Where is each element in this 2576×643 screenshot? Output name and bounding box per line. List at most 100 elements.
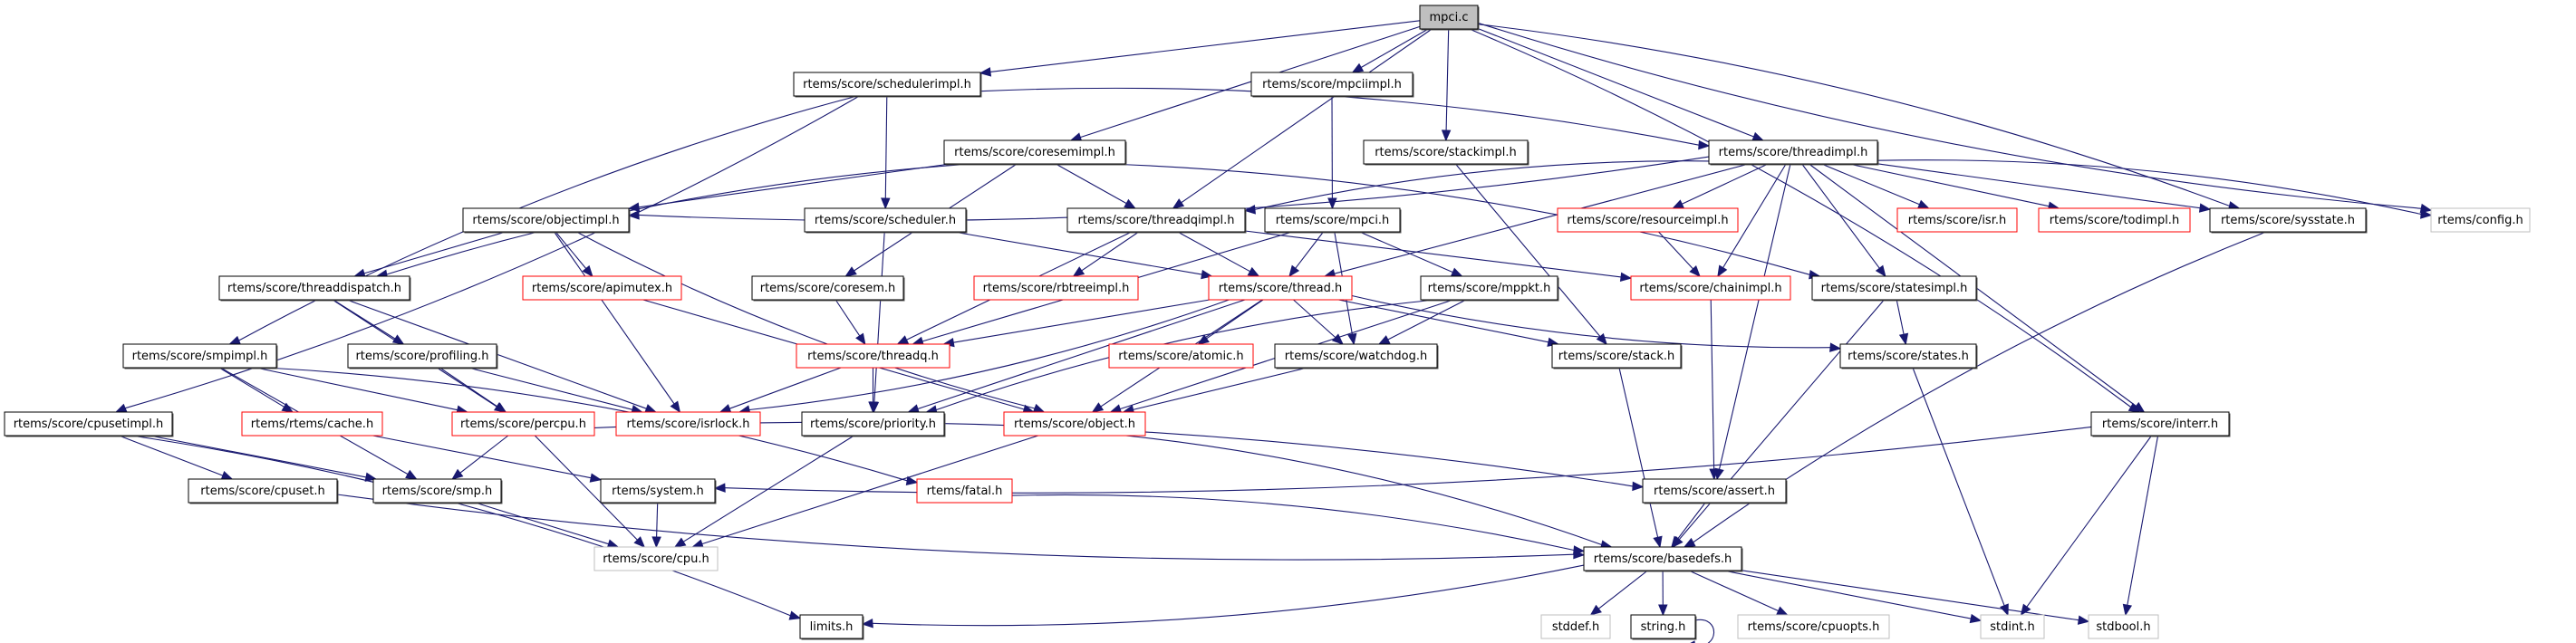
edge-line: [1848, 163, 2050, 207]
node-percpu[interactable]: rtems/score/percpu.h: [451, 411, 595, 437]
node-stackimpl[interactable]: rtems/score/stackimpl.h: [1363, 139, 1529, 166]
node-watchdog[interactable]: rtems/score/watchdog.h: [1274, 343, 1439, 369]
arrowhead: [1658, 604, 1668, 617]
node-label: rtems/score/isr.h: [1908, 214, 2006, 227]
node-box: [600, 478, 716, 504]
edge-mpci_c-to-threadimpl: [1477, 27, 1765, 141]
edge-line: [1125, 435, 1602, 546]
arrowhead: [1450, 267, 1463, 277]
edge-line: [1912, 367, 2005, 606]
node-threaddispatch[interactable]: rtems/score/threaddispatch.h: [218, 275, 411, 302]
node-coresemimpl[interactable]: rtems/score/coresemimpl.h: [943, 139, 1127, 166]
arrowhead: [1589, 604, 1602, 616]
node-mpci-c[interactable]: mpci.c: [1419, 5, 1480, 31]
node-label: rtems/score/stack.h: [1558, 350, 1674, 363]
arrowhead: [1091, 402, 1105, 413]
node-system[interactable]: rtems/system.h: [600, 478, 717, 504]
node-states[interactable]: rtems/score/states.h: [1839, 343, 1978, 369]
arrowhead: [1653, 535, 1663, 549]
arrowhead: [1072, 266, 1085, 277]
node-assert[interactable]: rtems/score/assert.h: [1642, 478, 1788, 504]
node-label: rtems/score/mpciimpl.h: [1262, 78, 1402, 91]
node-profiling[interactable]: rtems/score/profiling.h: [347, 343, 498, 369]
node-box: [615, 411, 761, 437]
arrowhead: [905, 475, 919, 485]
node-object[interactable]: rtems/score/object.h: [1003, 411, 1146, 437]
arrowhead: [2020, 603, 2031, 617]
node-stddef[interactable]: stddef.h: [1540, 614, 1611, 639]
node-thread[interactable]: rtems/score/thread.h: [1208, 275, 1353, 301]
node-chainimpl[interactable]: rtems/score/chainimpl.h: [1630, 275, 1791, 301]
edge-basedefs-to-stddef: [1589, 570, 1648, 616]
edge-thread-to-watchdog: [1293, 299, 1344, 345]
edge-line: [459, 435, 509, 474]
node-cpuopts[interactable]: rtems/score/cpuopts.h: [1737, 614, 1890, 639]
node-string[interactable]: string.h: [1630, 614, 1697, 640]
node-fatal[interactable]: rtems/fatal.h: [916, 478, 1013, 504]
node-stdint[interactable]: stdint.h: [1980, 614, 2045, 639]
edge-mppkt-to-watchdog: [1377, 299, 1467, 345]
arrowhead: [2133, 401, 2146, 413]
edge-statesimpl-to-states: [1896, 299, 1909, 346]
node-label: rtems/score/coresem.h: [760, 282, 896, 295]
edge-basedefs-to-cpuopts: [1688, 570, 1789, 616]
edge-objectimpl-to-object: [575, 231, 1046, 413]
node-todimpl[interactable]: rtems/score/todimpl.h: [2038, 207, 2191, 233]
edge-line: [1821, 163, 1920, 206]
node-smp[interactable]: rtems/score/smp.h: [372, 478, 503, 504]
node-resourceimpl[interactable]: rtems/score/resourceimpl.h: [1557, 207, 1739, 233]
edge-line: [266, 367, 908, 482]
edge-line: [953, 231, 1202, 275]
node-box: [1630, 614, 1696, 639]
node-stdbool[interactable]: stdbool.h: [2088, 614, 2159, 639]
node-limits[interactable]: limits.h: [799, 614, 864, 640]
node-box: [451, 411, 595, 437]
node-basedefs[interactable]: rtems/score/basedefs.h: [1583, 546, 1743, 572]
edge-line: [468, 367, 633, 410]
arrowhead: [1377, 335, 1391, 345]
node-interr[interactable]: rtems/score/interr.h: [2090, 411, 2231, 437]
node-coresem[interactable]: rtems/score/coresem.h: [751, 275, 905, 302]
node-cpu[interactable]: rtems/score/cpu.h: [593, 546, 719, 571]
edge-line: [256, 367, 458, 411]
edge-line: [1658, 231, 1693, 270]
edge-line: [917, 299, 1246, 410]
edge-line: [1469, 28, 2132, 408]
node-sysstate[interactable]: rtems/score/sysstate.h: [2209, 207, 2368, 234]
edge-line: [1477, 22, 2422, 209]
edge-line: [372, 435, 592, 479]
node-mpciimpl[interactable]: rtems/score/mpciimpl.h: [1250, 72, 1414, 98]
node-cpusetimpl[interactable]: rtems/score/cpusetimpl.h: [4, 411, 174, 437]
edge-line: [873, 231, 885, 403]
arrowhead: [1969, 613, 1983, 624]
node-rbtreeimpl[interactable]: rtems/score/rbtreeimpl.h: [973, 275, 1139, 301]
edge-line: [1710, 299, 1715, 470]
node-threadimpl[interactable]: rtems/score/threadimpl.h: [1708, 139, 1879, 166]
node-isr[interactable]: rtems/score/isr.h: [1896, 207, 2018, 233]
node-priority[interactable]: rtems/score/priority.h: [801, 411, 946, 437]
node-smpimpl[interactable]: rtems/score/smpimpl.h: [122, 343, 278, 369]
node-config[interactable]: rtems/config.h: [2430, 207, 2531, 233]
node-box: [462, 207, 630, 233]
arrowhead: [1288, 264, 1300, 278]
edge-line: [989, 20, 1421, 72]
node-cache[interactable]: rtems/rtems/cache.h: [241, 411, 383, 437]
node-box: [1551, 343, 1682, 369]
node-label: rtems/score/basedefs.h: [1594, 552, 1732, 566]
node-objectimpl[interactable]: rtems/score/objectimpl.h: [462, 207, 631, 234]
node-statesimpl[interactable]: rtems/score/statesimpl.h: [1811, 275, 1978, 302]
node-schedulerimpl[interactable]: rtems/score/schedulerimpl.h: [793, 72, 982, 98]
node-apimutex[interactable]: rtems/score/apimutex.h: [522, 275, 682, 301]
arrowhead: [281, 402, 294, 413]
edge-line: [936, 299, 1436, 411]
node-atomic[interactable]: rtems/score/atomic.h: [1108, 343, 1254, 369]
node-mpci-h[interactable]: rtems/score/mpci.h: [1264, 207, 1402, 234]
node-scheduler[interactable]: rtems/score/scheduler.h: [804, 207, 968, 234]
edge-object-to-cpu: [691, 435, 1038, 549]
node-mppkt[interactable]: rtems/score/mppkt.h: [1420, 275, 1559, 302]
node-isrlock[interactable]: rtems/score/isrlock.h: [615, 411, 761, 437]
node-cpuset[interactable]: rtems/score/cpuset.h: [188, 478, 339, 504]
node-threadqimpl[interactable]: rtems/score/threadqimpl.h: [1066, 207, 1247, 234]
node-threadq[interactable]: rtems/score/threadq.h: [796, 343, 950, 369]
node-stack[interactable]: rtems/score/stack.h: [1551, 343, 1683, 369]
